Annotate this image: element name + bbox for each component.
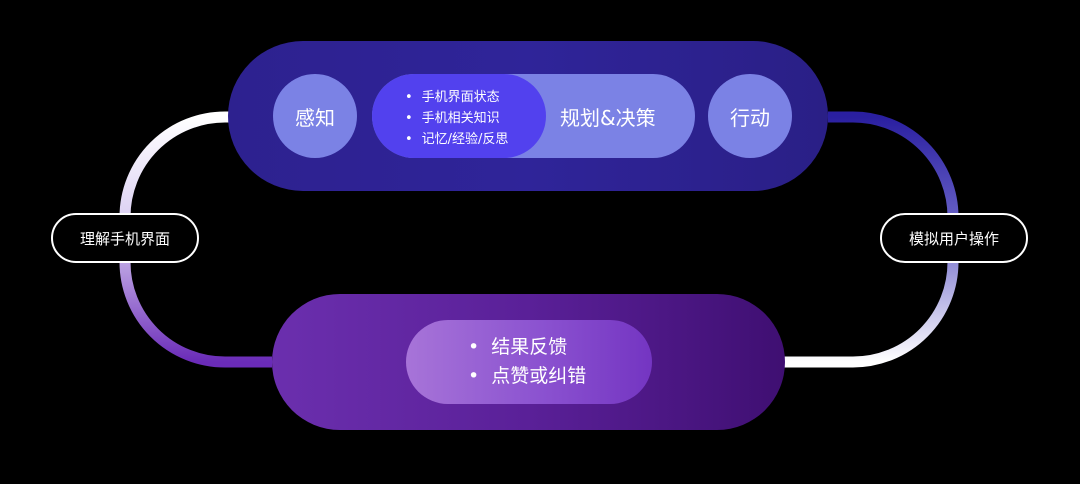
- feedback-item: 点赞或纠错: [468, 362, 586, 391]
- perceive-label: 感知: [295, 105, 335, 130]
- act-node: 行动: [708, 74, 792, 158]
- perceive-node: 感知: [273, 74, 357, 158]
- simulate-user-label: 模拟用户操作: [908, 229, 999, 248]
- understand-ui-label: 理解手机界面: [79, 229, 170, 248]
- plan-input-item: 记忆/经验/反思: [405, 129, 509, 150]
- act-label: 行动: [730, 105, 770, 130]
- plan-input-item: 手机界面状态: [405, 87, 508, 108]
- plan-inputs-list: 手机界面状态 手机相关知识 记忆/经验/反思: [405, 87, 509, 150]
- feedback-list: 结果反馈 点赞或纠错: [468, 333, 586, 391]
- simulate-user-label-pill: 模拟用户操作: [880, 213, 1028, 263]
- plan-decision-label: 规划&决策: [560, 106, 656, 130]
- understand-ui-label-pill: 理解手机界面: [51, 213, 199, 263]
- feedback-item: 结果反馈: [468, 333, 586, 362]
- plan-input-item: 手机相关知识: [405, 108, 508, 129]
